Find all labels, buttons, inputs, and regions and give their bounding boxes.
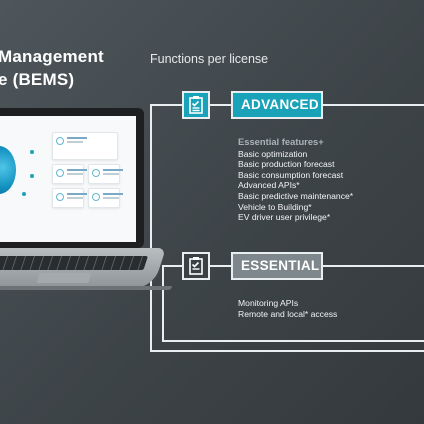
- list-item: Monitoring APIs: [238, 298, 299, 308]
- dashboard-card: [52, 164, 87, 184]
- list-item: Basic consumption forecast: [238, 169, 344, 180]
- connector-ess-right: [323, 265, 424, 267]
- laptop-screen: [0, 108, 144, 248]
- list-item: Remote and local* access: [238, 308, 338, 319]
- connector-bottom-outer: [150, 350, 424, 352]
- title-line-2: e (BEMS): [0, 70, 75, 89]
- advanced-feature-heading: Essential features+: [238, 136, 324, 147]
- dashboard-card: [52, 188, 87, 208]
- node-dot: [22, 192, 26, 196]
- list-item: Vehicle to Building*: [238, 201, 312, 212]
- list-item: Basic production forecast: [238, 159, 335, 170]
- laptop-edge: [0, 286, 172, 290]
- dashboard-card: [88, 164, 123, 184]
- list-item: Basic predictive maintenance*: [238, 190, 354, 201]
- connector-left-vertical: [150, 104, 152, 352]
- essential-feature-list: Monitoring APIs Remote and local* access: [238, 298, 337, 319]
- globe-graphic: [0, 146, 16, 194]
- node-dot: [30, 150, 34, 154]
- laptop-trackpad: [36, 273, 92, 283]
- connector-top-left: [150, 104, 182, 106]
- connector-ess-mid: [210, 265, 231, 267]
- advanced-checklist-icon: [182, 91, 210, 119]
- connector-ess-vertical: [162, 265, 164, 342]
- connector-ess-left: [162, 265, 182, 267]
- title-line-1: Management: [0, 47, 104, 66]
- functions-subheading: Functions per license: [150, 52, 269, 66]
- connector-bottom-inner: [162, 340, 424, 342]
- dashboard-card: [52, 132, 118, 160]
- checklist-icon: [189, 96, 203, 114]
- connector-top-mid: [210, 104, 231, 106]
- node-dot: [30, 174, 34, 178]
- list-item: EV driver user privilege*: [238, 212, 331, 223]
- essential-tier-label: ESSENTIAL: [231, 252, 323, 280]
- advanced-tier-label: ADVANCED: [231, 91, 323, 119]
- laptop-keyboard: [0, 256, 148, 270]
- essential-checklist-icon: [182, 252, 210, 280]
- advanced-feature-list: Essential features+ Basic optimization B…: [238, 136, 354, 223]
- dashboard-screenshot: [0, 116, 136, 242]
- dashboard-card: [88, 188, 123, 208]
- list-item: Basic optimization: [238, 148, 308, 159]
- list-item: Advanced APIs*: [238, 180, 300, 191]
- checklist-icon: [189, 257, 203, 275]
- page-title: Management e (BEMS): [0, 45, 104, 91]
- connector-top-right: [323, 104, 424, 106]
